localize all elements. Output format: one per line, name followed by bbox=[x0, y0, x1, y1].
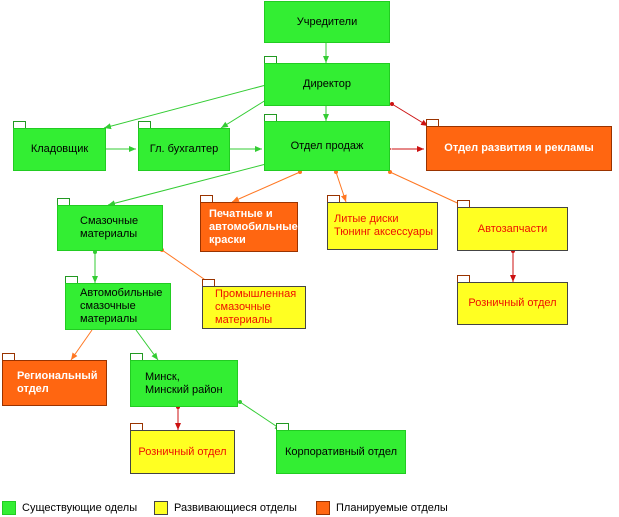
node-director-label: Директор bbox=[303, 78, 351, 90]
edge-director-storekeeper bbox=[103, 83, 268, 130]
tab-icon bbox=[202, 279, 215, 287]
node-minsk-retail[interactable]: Розничный отдел bbox=[130, 430, 235, 474]
legend-planned-swatch bbox=[316, 501, 330, 515]
node-founders-label: Учредители bbox=[296, 15, 358, 28]
tab-icon bbox=[426, 119, 439, 127]
node-marketing-label: Отдел развития и рекламы bbox=[444, 142, 594, 154]
node-auto-lubricants-label: Автомобильные смазочные материалы bbox=[80, 287, 163, 325]
legend-developing-label: Развивающиеся отделы bbox=[174, 502, 297, 514]
edge-sales-wheels bbox=[334, 170, 347, 203]
tab-icon bbox=[2, 353, 15, 361]
node-director[interactable]: Директор bbox=[264, 63, 390, 106]
node-regional-label: Региональный отдел bbox=[17, 370, 98, 395]
node-regional[interactable]: Региональный отдел bbox=[2, 360, 107, 406]
node-founders[interactable]: Учредители bbox=[264, 1, 390, 43]
node-sales-label: Отдел продаж bbox=[290, 139, 364, 152]
node-minsk-retail-label: Розничный отдел bbox=[138, 445, 227, 458]
node-minsk-label: Минск, Минский район bbox=[145, 370, 223, 396]
node-paints-label: Печатные и автомобильные краски bbox=[209, 207, 298, 246]
edge-sales-autoparts bbox=[388, 170, 467, 208]
node-wheels[interactable]: Литые диски Тюнинг аксессуары bbox=[327, 202, 438, 250]
tab-icon bbox=[457, 200, 470, 208]
tab-icon bbox=[65, 276, 78, 284]
node-lubricants-label: Смазочные материалы bbox=[80, 215, 139, 240]
node-storekeeper[interactable]: Кладовщик bbox=[13, 128, 106, 171]
legend-existing-swatch bbox=[2, 501, 16, 515]
tab-icon bbox=[457, 275, 470, 283]
tab-icon bbox=[138, 121, 151, 129]
node-storekeeper-label: Кладовщик bbox=[30, 143, 89, 155]
tab-icon bbox=[264, 114, 277, 122]
node-corporate[interactable]: Корпоративный отдел bbox=[276, 430, 406, 474]
node-marketing[interactable]: Отдел развития и рекламы bbox=[426, 126, 612, 171]
tab-icon bbox=[130, 353, 143, 361]
node-autoparts-retail-label: Розничный отдел bbox=[468, 297, 557, 309]
tab-icon bbox=[264, 56, 277, 64]
tab-icon bbox=[276, 423, 289, 431]
node-wheels-label: Литые диски Тюнинг аксессуары bbox=[334, 213, 434, 238]
tab-icon bbox=[57, 198, 70, 206]
node-accountant[interactable]: Гл. бухгалтер bbox=[138, 128, 230, 171]
node-accountant-label: Гл. бухгалтер bbox=[149, 143, 219, 155]
edge-director-marketing bbox=[390, 102, 429, 127]
tab-icon bbox=[327, 195, 340, 203]
edge-auto-regional bbox=[70, 322, 99, 361]
node-autoparts-label: Автозапчасти bbox=[477, 222, 548, 235]
node-minsk[interactable]: Минск, Минский район bbox=[130, 360, 238, 407]
edge-director-accountant bbox=[220, 98, 268, 129]
tab-icon bbox=[130, 423, 143, 431]
edge-minsk-corporate bbox=[238, 400, 283, 431]
legend-existing-label: Существующие оделы bbox=[22, 502, 138, 514]
edge-sales-paints bbox=[231, 170, 302, 203]
legend-planned-label: Планируемые отделы bbox=[336, 502, 448, 514]
legend-developing-swatch bbox=[154, 501, 168, 515]
legend-existing: Существующие оделы bbox=[2, 500, 137, 516]
node-autoparts-retail[interactable]: Розничный отдел bbox=[457, 282, 568, 325]
tab-icon bbox=[13, 121, 26, 129]
edge-auto-minsk bbox=[129, 322, 159, 361]
node-lubricants[interactable]: Смазочные материалы bbox=[57, 205, 163, 251]
legend-planned: Планируемые отделы bbox=[316, 500, 448, 516]
node-paints[interactable]: Печатные и автомобильные краски bbox=[200, 202, 298, 252]
node-industrial-lubricants-label: Промышленная смазочные материалы bbox=[215, 288, 297, 326]
legend-developing: Развивающиеся отделы bbox=[154, 500, 297, 516]
node-corporate-label: Корпоративный отдел bbox=[284, 445, 398, 458]
node-autoparts[interactable]: Автозапчасти bbox=[457, 207, 568, 251]
node-auto-lubricants[interactable]: Автомобильные смазочные материалы bbox=[65, 283, 171, 330]
node-industrial-lubricants[interactable]: Промышленная смазочные материалы bbox=[202, 286, 306, 329]
tab-icon bbox=[200, 195, 213, 203]
node-sales[interactable]: Отдел продаж bbox=[264, 121, 390, 171]
